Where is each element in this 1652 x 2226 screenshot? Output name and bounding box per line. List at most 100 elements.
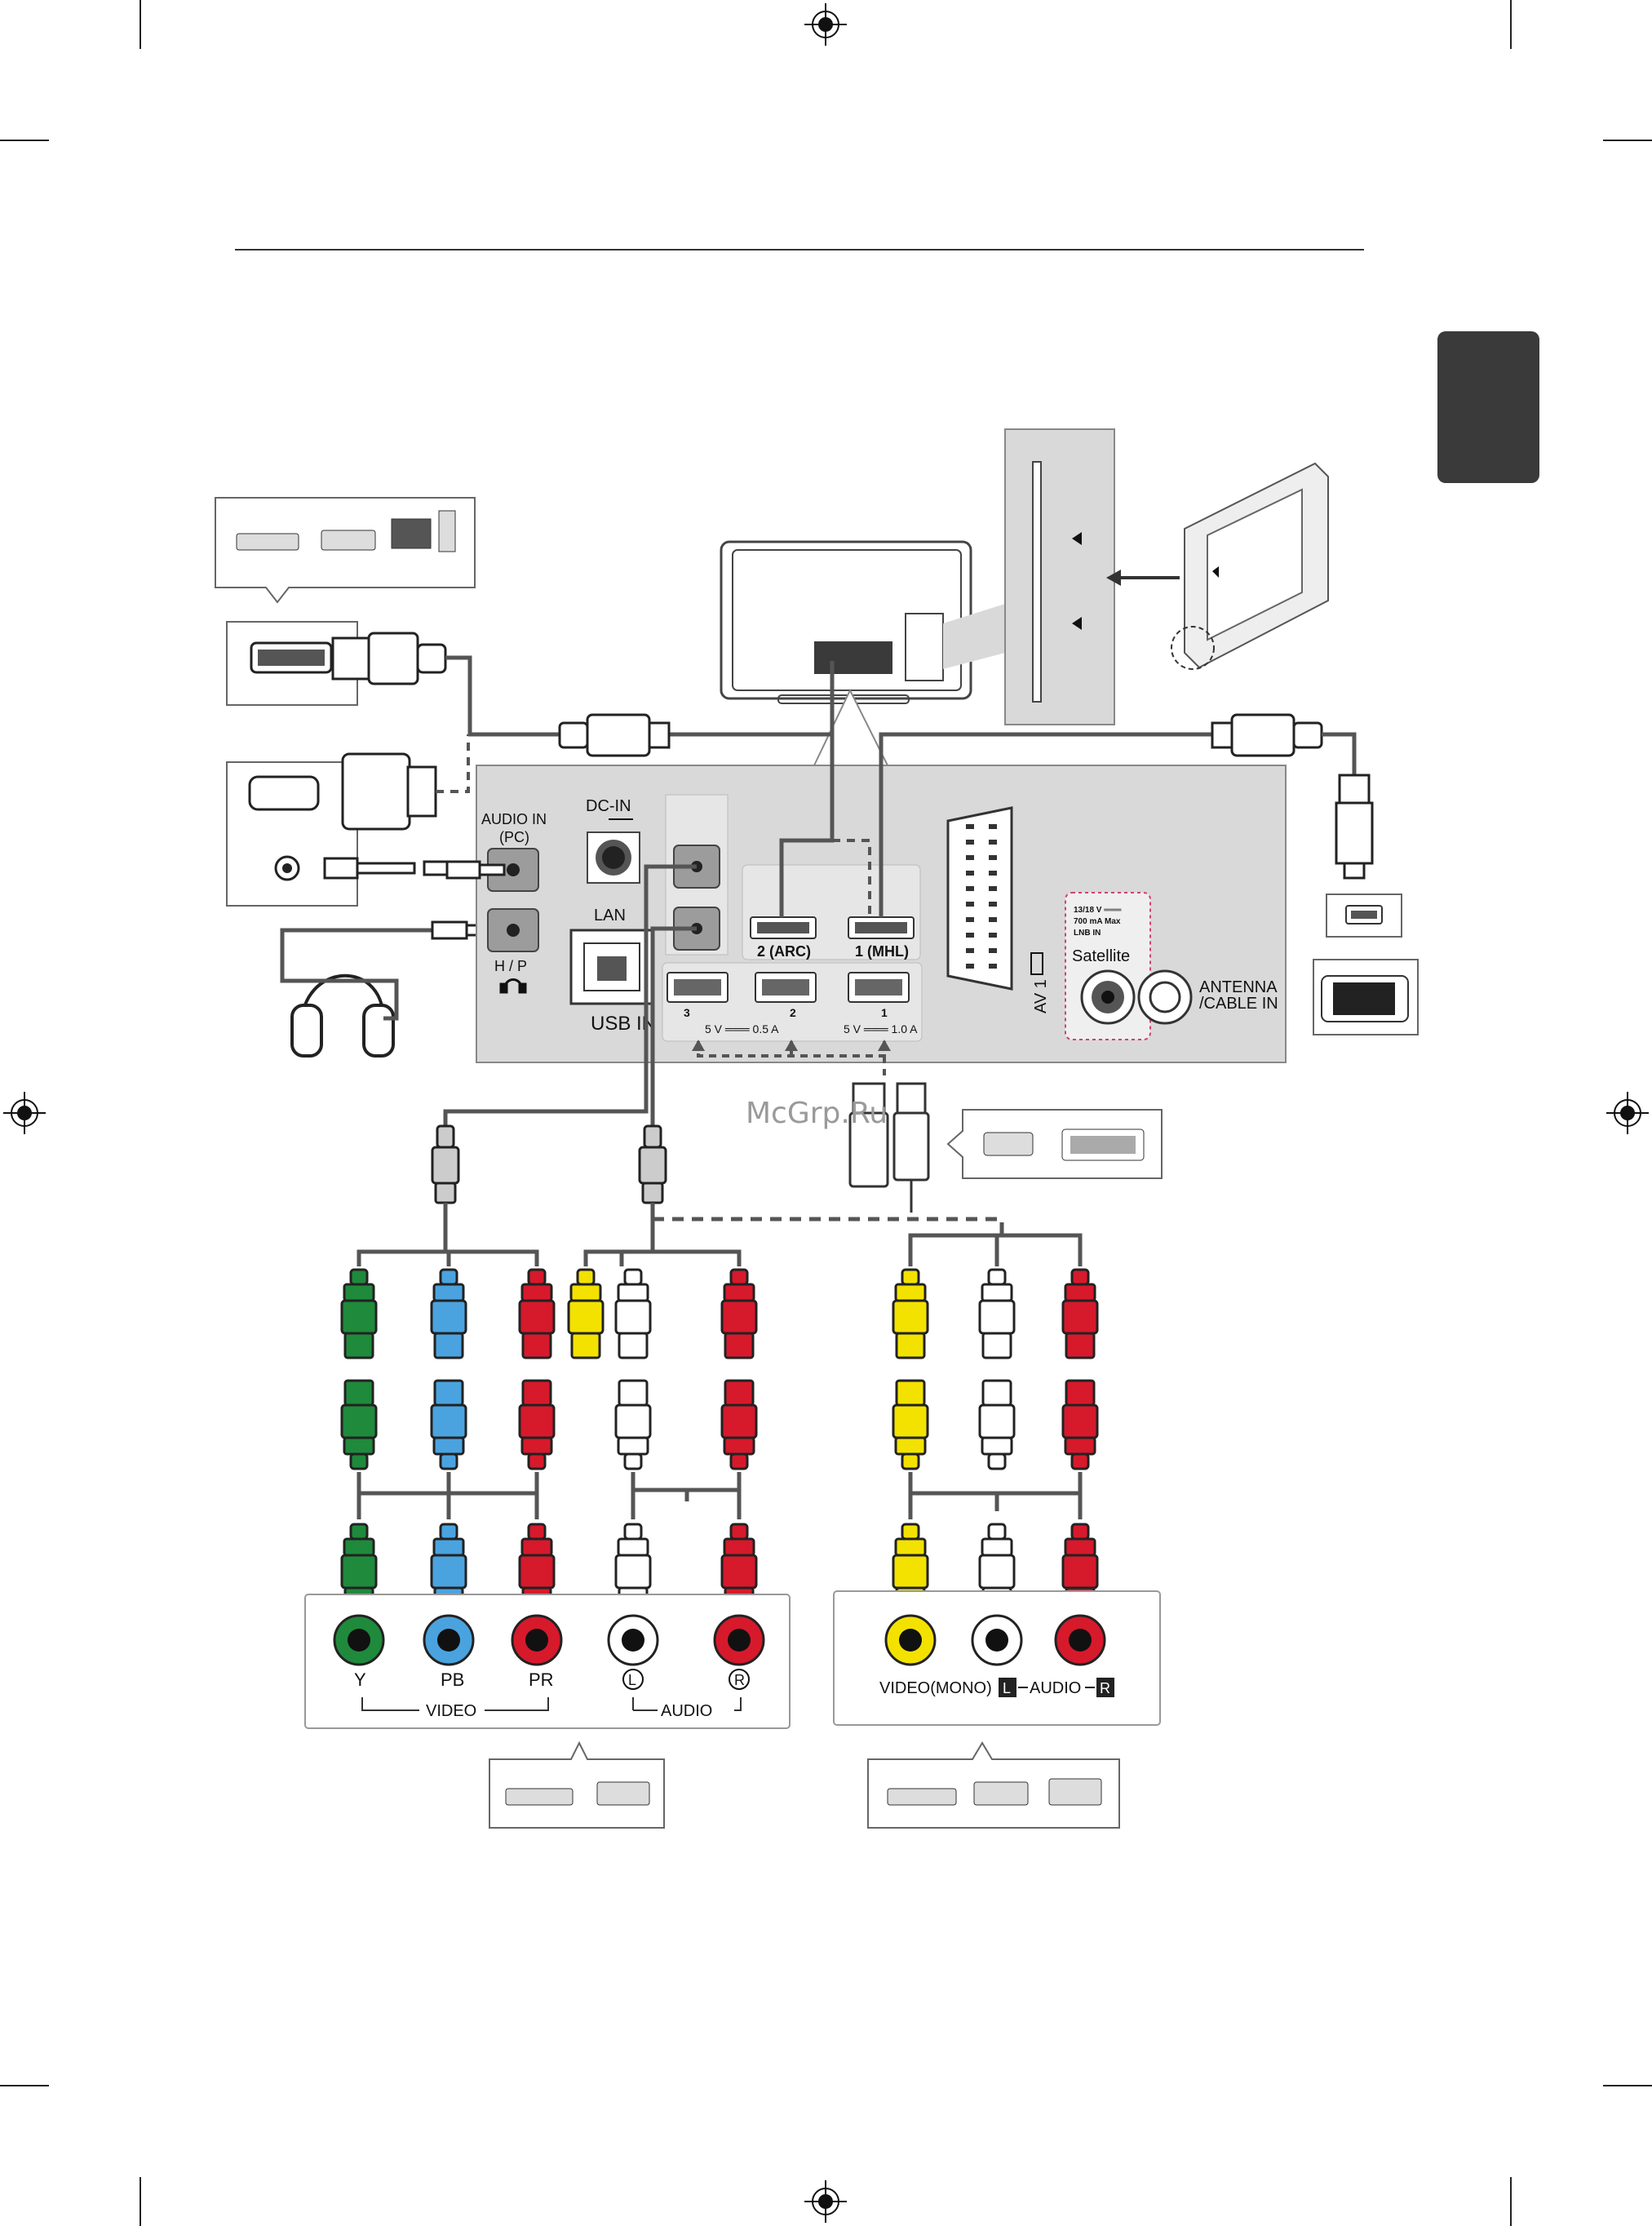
watermark: McGrp.Ru — [746, 1097, 888, 1130]
audio-in-pc-plug — [447, 862, 504, 878]
dc-in-jack[interactable] — [587, 832, 640, 883]
source-jack-center — [899, 1629, 922, 1652]
rca-plug-part — [982, 1284, 1012, 1301]
rca-plug-part — [897, 1333, 924, 1358]
scart-pin — [989, 855, 997, 860]
rca-plug-part — [618, 1284, 648, 1301]
rca-plug-part — [902, 1270, 919, 1284]
hdmi-port-2[interactable] — [751, 917, 816, 938]
source-jack-center — [985, 1629, 1008, 1652]
rca-plug — [616, 1270, 650, 1358]
usb-port-1[interactable] — [848, 973, 909, 1002]
composite-audio-label: AUDIO — [1030, 1679, 1081, 1697]
satellite-port[interactable] — [1082, 971, 1134, 1023]
usb-devices-callout — [948, 1110, 1162, 1178]
rca-plug-part — [722, 1405, 756, 1438]
rca-plug — [893, 1381, 928, 1469]
ci-callout — [943, 604, 1005, 669]
rca-plug-part — [1063, 1405, 1097, 1438]
ci-card — [1185, 463, 1328, 667]
rca-plug-part — [1066, 1333, 1094, 1358]
micro-usb-plug — [1336, 775, 1372, 878]
component-harness-bottom — [359, 1472, 537, 1519]
rca-plug-part — [625, 1454, 641, 1469]
rca-plug-part — [529, 1524, 545, 1539]
rca-plug-part — [896, 1284, 925, 1301]
scart-pin — [966, 886, 974, 891]
rca-plug-part — [529, 1454, 545, 1469]
satellite-rating-1: 13/18 V ═══ — [1074, 906, 1122, 915]
rca-plug-part — [434, 1438, 463, 1454]
usb-port-3[interactable] — [667, 973, 728, 1002]
rca-plug-part — [345, 1333, 373, 1358]
rca-plug-part — [435, 1381, 463, 1405]
component-y-label: Y — [354, 1670, 366, 1690]
rca-plug-part — [893, 1301, 928, 1333]
component-video-label: VIDEO — [426, 1702, 476, 1720]
rca-plug-part — [616, 1405, 650, 1438]
rca-plug-part — [435, 1333, 463, 1358]
rca-plug-part — [982, 1539, 1012, 1555]
rca-plug-part — [432, 1405, 466, 1438]
composite-harness-top — [586, 1219, 739, 1266]
composite-dashed-link — [653, 1219, 1002, 1235]
rca-plug-part — [342, 1405, 376, 1438]
component-r-label: R — [734, 1672, 745, 1688]
rca-plug-part — [618, 1539, 648, 1555]
composite-right-harness-bottom — [910, 1472, 1080, 1519]
rca-plug-part — [523, 1333, 551, 1358]
rca-plug-part — [1072, 1524, 1088, 1539]
rca-plug-part — [1066, 1381, 1094, 1405]
rca-plug-part — [731, 1524, 747, 1539]
scart-pin — [966, 917, 974, 922]
rca-plug-part — [619, 1333, 647, 1358]
rca-plug-part — [569, 1301, 603, 1333]
side-tab — [1437, 331, 1539, 483]
antenna-port[interactable] — [1139, 971, 1191, 1023]
usb-port-2[interactable] — [755, 973, 816, 1002]
composite-right-harness-top — [910, 1235, 1080, 1266]
scart-pin — [966, 902, 974, 907]
rca-plug — [520, 1270, 554, 1358]
headphone-jack[interactable] — [488, 909, 538, 951]
rca-plug-part — [625, 1270, 641, 1284]
rca-plug-part — [897, 1381, 924, 1405]
rca-plug — [432, 1381, 466, 1469]
source-jack-center — [728, 1629, 751, 1652]
rca-plug — [616, 1381, 650, 1469]
rca-plug-part — [616, 1301, 650, 1333]
scart-pin — [989, 948, 997, 953]
composite-l-label: L — [1003, 1680, 1011, 1696]
rca-plug-part — [522, 1284, 551, 1301]
rca-plug-part — [1065, 1284, 1095, 1301]
scart-pin — [989, 917, 997, 922]
rca-plug-part — [893, 1555, 928, 1588]
hdmi-cable-line-top — [445, 658, 571, 734]
mhl-cable-plug — [1212, 715, 1322, 756]
mobile-device-callout — [1313, 894, 1418, 1035]
rca-plug-part — [522, 1539, 551, 1555]
rca-plug — [980, 1381, 1014, 1469]
satellite-rating-2: 700 mA Max — [1074, 917, 1121, 926]
rca-plug — [1063, 1270, 1097, 1358]
scart-pin — [989, 840, 997, 845]
component-devices-callout — [489, 1743, 664, 1828]
ci-slot — [1033, 462, 1041, 702]
rca-plug-part — [1072, 1454, 1088, 1469]
antenna-label: ANTENNA — [1199, 978, 1278, 996]
rca-plug-part — [571, 1284, 600, 1301]
scart-av1-port[interactable] — [948, 808, 1012, 989]
hdmi-port-1[interactable] — [848, 917, 914, 938]
rca-plug-part — [441, 1454, 457, 1469]
usb-3-label: 3 — [684, 1006, 690, 1019]
dvi-hdmi-adapter — [343, 754, 436, 829]
scart-pin — [989, 933, 997, 938]
rca-plug-part — [351, 1454, 367, 1469]
rca-plug-part — [351, 1524, 367, 1539]
scart-pin — [989, 886, 997, 891]
rca-plug-part — [520, 1405, 554, 1438]
lan-port[interactable] — [571, 930, 653, 1004]
rca-plug-part — [989, 1454, 1005, 1469]
rca-plug-part — [989, 1270, 1005, 1284]
